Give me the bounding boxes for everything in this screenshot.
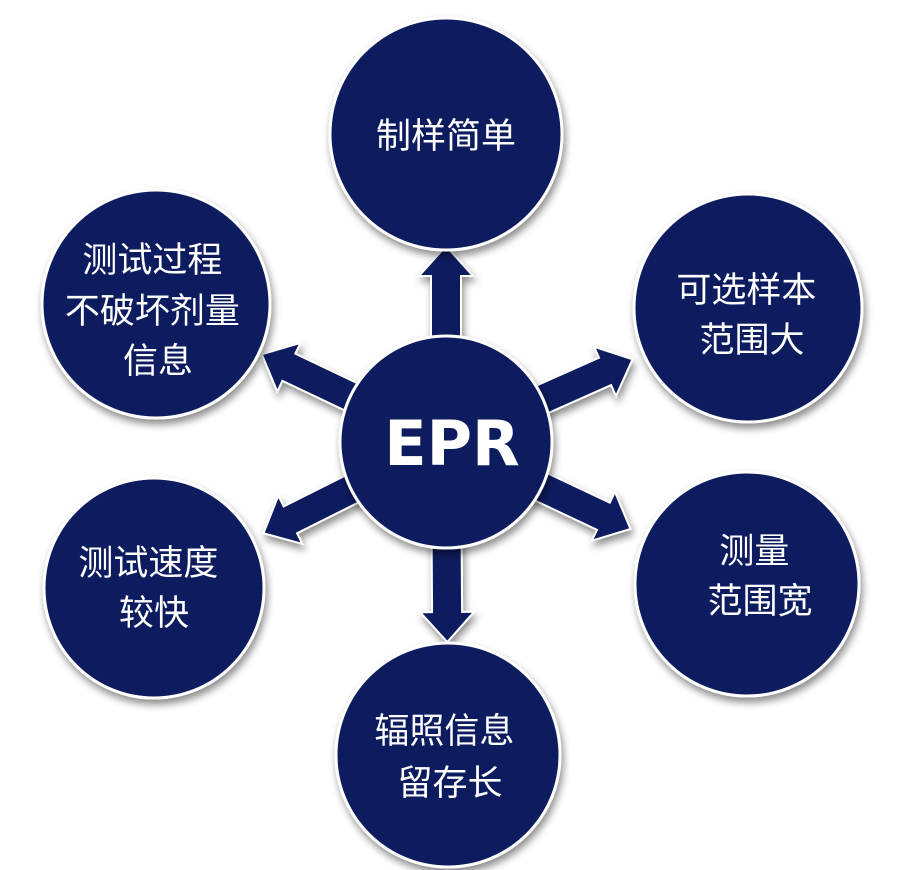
node-top-right-line-2: 范围大 bbox=[699, 321, 804, 361]
node-bottom-left-line-1: 测试速度 bbox=[78, 544, 218, 584]
node-bottom-left-line-2: 较快 bbox=[119, 594, 189, 634]
node-top-left-line-1: 测试过程 bbox=[82, 241, 222, 281]
node-bottom-text: 辐照信息 留存长 bbox=[374, 712, 525, 804]
arrow-bottom-right bbox=[525, 468, 632, 543]
node-top-left-line-3: 信息 bbox=[123, 342, 193, 382]
arrow-top bbox=[416, 244, 476, 347]
node-bottom-right-line-2: 范围宽 bbox=[707, 582, 812, 622]
node-bottom-line-1: 辐照信息 bbox=[374, 712, 514, 752]
node-bottom-right-text: 测量 范围宽 bbox=[707, 532, 812, 622]
node-bottom-right: 测量 范围宽 bbox=[633, 470, 861, 698]
node-top-left-circle bbox=[40, 188, 272, 420]
arrow-bottom bbox=[417, 536, 477, 644]
node-top-right-text: 可选样本 范围大 bbox=[676, 271, 827, 361]
center-label: EPR bbox=[384, 407, 520, 480]
node-bottom-left: 测试速度 较快 bbox=[42, 476, 266, 700]
node-top-right-line-1: 可选样本 bbox=[676, 271, 816, 311]
arrow-top-right bbox=[526, 345, 634, 419]
node-top-right-circle bbox=[632, 192, 864, 424]
node-top-text: 制样简单 bbox=[376, 117, 516, 157]
node-bottom-left-circle bbox=[42, 476, 266, 700]
node-top-left-text: 测试过程 不破坏剂量 信息 bbox=[65, 241, 251, 382]
arrow-top-left bbox=[260, 341, 368, 416]
center-circle bbox=[338, 334, 554, 550]
arrows bbox=[260, 244, 634, 644]
node-bottom: 辐照信息 留存长 bbox=[334, 641, 562, 869]
node-top-right: 可选样本 范围大 bbox=[632, 192, 864, 424]
node-top-line-1: 制样简单 bbox=[376, 117, 516, 157]
node-bottom-right-line-1: 测量 bbox=[719, 532, 789, 572]
node-bottom-left-text: 测试速度 较快 bbox=[78, 544, 229, 634]
node-top: 制样简单 bbox=[328, 16, 564, 252]
center-node: EPR bbox=[338, 334, 554, 550]
node-bottom-circle bbox=[334, 641, 562, 869]
outer-nodes: 制样简单 可选样本 范围大 测量 范围宽 辐照信息 留存长 bbox=[40, 16, 864, 869]
node-top-circle bbox=[328, 16, 564, 252]
node-bottom-right-circle bbox=[633, 470, 861, 698]
node-bottom-line-2: 留存长 bbox=[397, 764, 502, 804]
arrow-bottom-left bbox=[262, 470, 369, 546]
node-top-left-line-2: 不破坏剂量 bbox=[65, 292, 240, 332]
node-top-left: 测试过程 不破坏剂量 信息 bbox=[40, 188, 272, 420]
